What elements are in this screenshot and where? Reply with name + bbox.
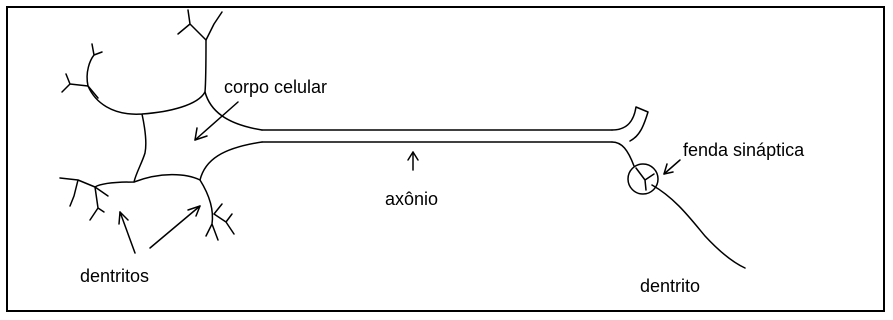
dendrite-lower-left <box>59 177 109 221</box>
synapse-detail <box>635 167 655 191</box>
arrow-axonio <box>407 151 419 171</box>
target-dendrite <box>651 184 746 269</box>
arrow-corpo-celular <box>194 101 239 141</box>
label-corpo-celular: corpo celular <box>224 77 328 97</box>
dendrite-lower-right <box>199 179 235 241</box>
neuron-diagram-frame <box>6 6 885 312</box>
label-dentritos: dentritos <box>80 266 150 286</box>
dendrite-top <box>177 9 223 41</box>
arrow-dentrito-right <box>149 205 201 249</box>
synapse-circle <box>627 163 659 195</box>
soma-to-axon-upper <box>204 91 263 131</box>
label-dentrito: dentrito <box>640 276 701 296</box>
axon-terminal <box>611 106 649 167</box>
soma-outline <box>87 39 207 188</box>
label-axonio: axônio <box>385 189 439 209</box>
arrow-fenda-sinaptica <box>663 159 681 175</box>
soma-to-axon-lower <box>133 141 263 183</box>
dendrite-upper-left <box>61 43 103 99</box>
arrow-dentrito-left <box>118 211 136 254</box>
label-fenda-sinaptica: fenda sináptica <box>683 140 805 160</box>
